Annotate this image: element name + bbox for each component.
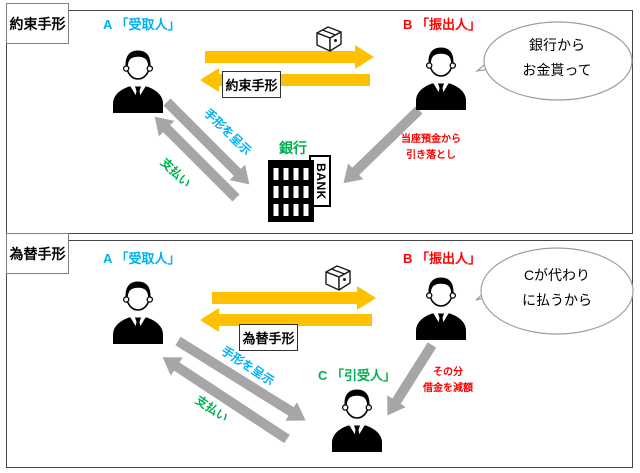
debit-note-line-2: 引き落とし	[406, 150, 456, 161]
debt-note-line-1: その分	[433, 367, 463, 378]
person-c-icon	[331, 388, 383, 453]
payment-arrow	[162, 357, 290, 444]
debt-reduction-arrow	[387, 342, 437, 416]
debit-note: 当座預金から 引き落とし	[394, 132, 468, 164]
bubble-line-2: お金貰って	[522, 62, 592, 78]
person-a-icon	[112, 280, 164, 345]
exchange-art	[112, 247, 634, 453]
exchange-panel-title: 為替手形	[6, 233, 69, 274]
bubble-line-2: に払うから	[522, 292, 592, 308]
exchange-panel-frame	[6, 240, 633, 468]
bank-sign-text: BANK	[314, 163, 328, 200]
panel-title-label: 為替手形	[9, 245, 66, 262]
present-bill-arrow	[163, 98, 250, 185]
bubble-line-1: 銀行から	[529, 37, 585, 53]
panel-title-label: 約束手形	[9, 15, 66, 32]
person-b-icon	[415, 276, 467, 341]
promissory-note-box: 約束手形	[222, 71, 281, 98]
package-icon	[316, 26, 342, 52]
promissory-panel-title: 約束手形	[6, 3, 69, 44]
bank-icon: BANK	[268, 155, 331, 222]
payment-arrow	[154, 116, 240, 202]
present-bill-arrow	[175, 336, 306, 421]
debt-note-line-2: 借金を減額	[423, 383, 473, 394]
bubble-line-1: Cが代わり	[523, 267, 591, 283]
payee-a-label: A 「受取人」	[103, 251, 181, 266]
note-box-label: 約束手形	[225, 78, 278, 93]
debt-reduction-note: その分 借金を減額	[410, 365, 486, 397]
bubble-text: Cが代わり に払うから	[478, 263, 636, 313]
debit-arrow	[343, 106, 423, 184]
bubble-text: 銀行から お金貰って	[478, 33, 636, 83]
payee-a-label: A 「受取人」	[103, 17, 181, 32]
drawer-b-label: B 「振出人」	[403, 251, 482, 266]
speech-bubble	[475, 21, 633, 101]
bank-label: 銀行	[279, 140, 307, 156]
person-b-icon	[415, 46, 467, 111]
drawer-b-label: B 「振出人」	[403, 17, 482, 32]
exchange-note-box: 為替手形	[239, 324, 298, 351]
acceptor-c-label: C 「引受人」	[318, 368, 397, 383]
person-a-icon	[112, 49, 164, 114]
debit-note-line-1: 当座預金から	[401, 134, 461, 145]
note-box-label: 為替手形	[242, 331, 295, 346]
package-icon	[325, 265, 351, 291]
promissory-panel-frame	[6, 10, 633, 234]
speech-bubble	[475, 247, 634, 335]
